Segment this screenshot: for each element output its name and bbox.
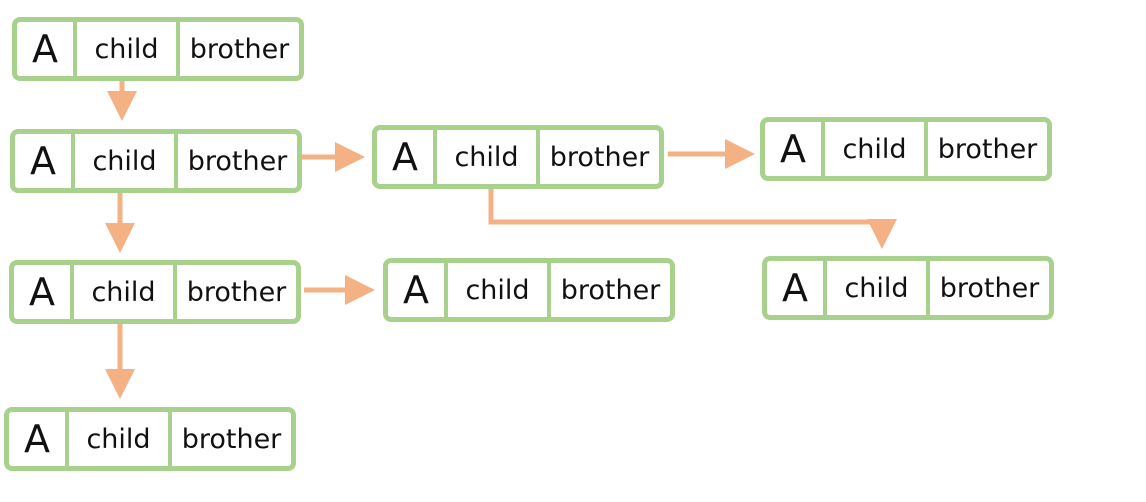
- node-8: A child brother: [4, 407, 296, 471]
- edge-child-3-to-7: [488, 189, 897, 249]
- node-brother-pointer: brother: [560, 274, 661, 306]
- node-data: A: [767, 261, 827, 315]
- node-1: A child brother: [12, 17, 304, 81]
- node-brother-pointer: brother: [937, 133, 1038, 165]
- node-brother-pointer: brother: [189, 33, 290, 65]
- node-2: A child brother: [10, 129, 302, 193]
- node-brother-pointer: brother: [186, 276, 287, 308]
- node-data: A: [765, 122, 825, 176]
- node-5: A child brother: [9, 260, 301, 324]
- node-child-pointer: child: [825, 122, 928, 176]
- node-child-pointer: child: [77, 22, 180, 76]
- node-data: A: [17, 22, 77, 76]
- node-3: A child brother: [372, 125, 664, 189]
- node-4: A child brother: [760, 117, 1052, 181]
- node-brother-pointer: brother: [187, 145, 288, 177]
- node-brother-pointer: brother: [181, 423, 282, 455]
- node-data: A: [388, 263, 448, 317]
- node-child-pointer: child: [448, 263, 551, 317]
- node-data: A: [14, 265, 74, 319]
- node-7: A child brother: [762, 256, 1054, 320]
- node-child-pointer: child: [437, 130, 540, 184]
- node-brother-pointer: brother: [549, 141, 650, 173]
- node-brother-pointer: brother: [939, 272, 1040, 304]
- node-child-pointer: child: [827, 261, 930, 315]
- node-child-pointer: child: [69, 412, 172, 466]
- node-data: A: [15, 134, 75, 188]
- node-child-pointer: child: [74, 265, 177, 319]
- node-data: A: [377, 130, 437, 184]
- node-6: A child brother: [383, 258, 675, 322]
- node-child-pointer: child: [75, 134, 178, 188]
- node-data: A: [9, 412, 69, 466]
